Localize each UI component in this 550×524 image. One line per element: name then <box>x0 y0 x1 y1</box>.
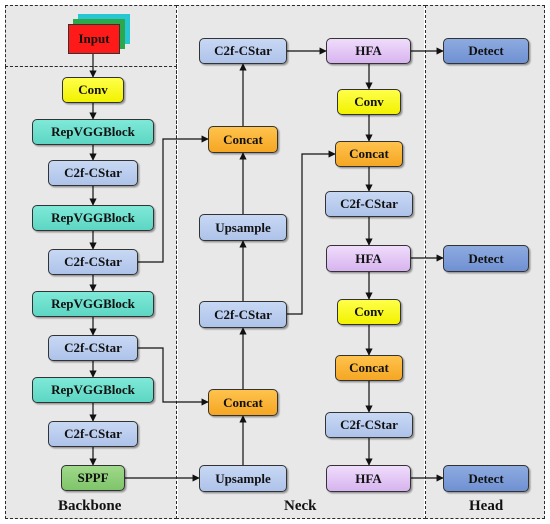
neck-concat-node-4: Concat <box>335 355 403 381</box>
backbone-sppf-node: SPPF <box>61 465 125 491</box>
head-detect-node-2: Detect <box>443 245 529 272</box>
edge-c2f3-concat2 <box>138 347 209 406</box>
backbone-c2f-node-4: C2f-CStar <box>48 421 138 447</box>
backbone-conv-node: Conv <box>62 77 124 103</box>
neck-concat-node-3: Concat <box>335 141 403 167</box>
neck-c2f-node-right-2: C2f-CStar <box>325 412 413 438</box>
neck-conv-node-2: Conv <box>337 299 401 325</box>
input-node: Input <box>68 24 120 54</box>
neck-c2f-node-top: C2f-CStar <box>199 38 287 64</box>
edge-c2f2-concat1 <box>138 135 209 263</box>
backbone-repvgg-node-1: RepVGGBlock <box>32 119 154 145</box>
backbone-repvgg-node-4: RepVGGBlock <box>32 377 154 403</box>
neck-concat-node-1: Concat <box>208 126 278 153</box>
neck-concat-node-2: Concat <box>208 389 278 416</box>
head-region-border <box>425 5 545 519</box>
backbone-c2f-node-3: C2f-CStar <box>48 335 138 361</box>
neck-c2f-node-right-1: C2f-CStar <box>325 191 413 217</box>
backbone-label: Backbone <box>58 498 122 514</box>
backbone-c2f-node-1: C2f-CStar <box>48 160 138 186</box>
neck-hfa-node-1: HFA <box>326 38 411 64</box>
neck-hfa-node-2: HFA <box>326 245 411 272</box>
neck-upsample-node-2: Upsample <box>199 465 287 492</box>
backbone-repvgg-node-2: RepVGGBlock <box>32 205 154 231</box>
head-detect-node-1: Detect <box>443 38 529 64</box>
neck-conv-node-1: Conv <box>337 89 401 115</box>
neck-label: Neck <box>284 498 317 514</box>
neck-hfa-node-3: HFA <box>326 465 411 492</box>
neck-c2f-node-mid: C2f-CStar <box>199 301 287 328</box>
head-label: Head <box>469 498 504 514</box>
neck-upsample-node-1: Upsample <box>199 214 287 241</box>
backbone-repvgg-node-3: RepVGGBlock <box>32 291 154 317</box>
head-detect-node-3: Detect <box>443 465 529 492</box>
backbone-c2f-node-2: C2f-CStar <box>48 249 138 275</box>
edge-c2fmid-concat3 <box>287 150 336 315</box>
